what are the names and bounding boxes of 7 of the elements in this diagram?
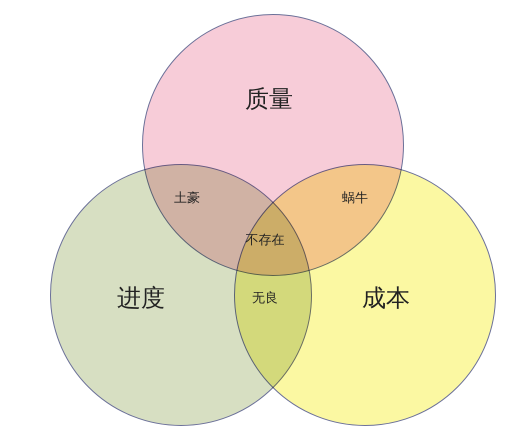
overlap-label: 土豪 xyxy=(174,190,200,207)
overlap-label: 不存在 xyxy=(246,232,284,249)
overlap-label: 无良 xyxy=(252,290,278,307)
set-label: 成本 xyxy=(362,283,410,314)
overlap-label: 蜗牛 xyxy=(342,190,368,207)
set-label: 质量 xyxy=(245,84,293,115)
set-label: 进度 xyxy=(117,283,165,314)
